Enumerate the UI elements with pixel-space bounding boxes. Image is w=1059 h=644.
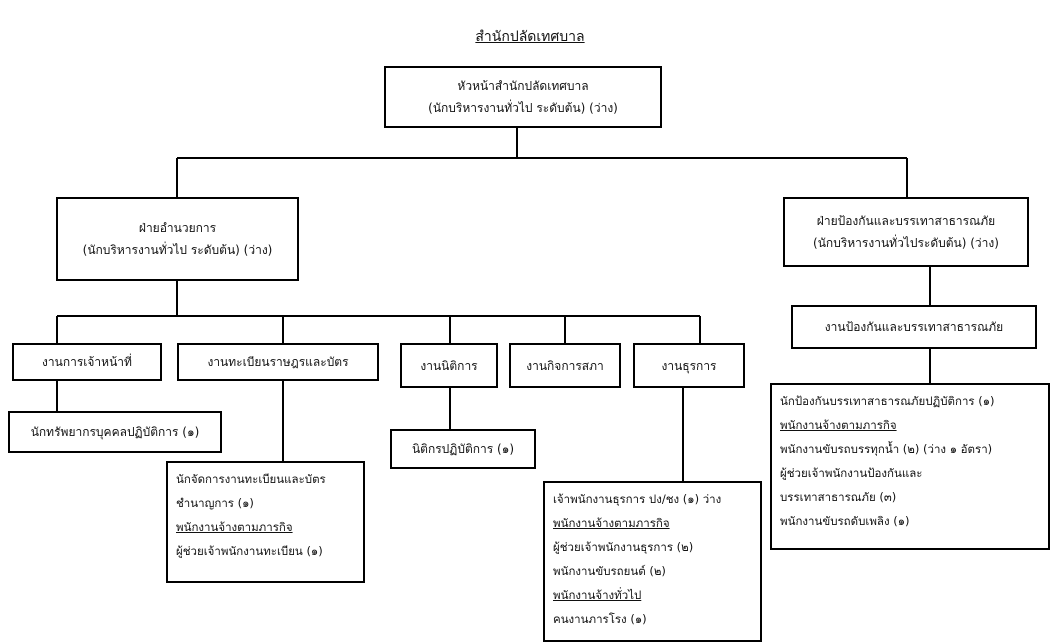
staff-registration-line-1: นักจัดการงานทะเบียนและบัตร (176, 472, 326, 486)
unit-legal-box: งานนิติการ (400, 343, 498, 388)
page-title: สำนักปลัดเทศบาล (475, 29, 585, 45)
admin-division-title: ฝ่ายอำนวยการ (138, 221, 217, 235)
unit-disaster-label: งานป้องกันและบรรเทาสาธารณภัย (824, 320, 1004, 334)
staff-legal-line: นิติกรปฏิบัติการ (๑) (411, 442, 515, 456)
unit-general-label: งานธุรการ (661, 358, 717, 373)
staff-general-line-4: พนักงานขับรถยนต์ (๒) (553, 564, 666, 578)
staff-disaster-box: นักป้องกันบรรเทาสาธารณภัยปฏิบัติการ (๑) … (770, 383, 1050, 550)
head-title: หัวหน้าสำนักปลัดเทศบาล (457, 79, 589, 93)
staff-registration-line-4: ผู้ช่วยเจ้าพนักงานทะเบียน (๑) (176, 544, 323, 558)
staff-disaster-line-6: พนักงานขับรถดับเพลิง (๑) (780, 514, 910, 528)
staff-general-line-5: พนักงานจ้างทั่วไป (553, 588, 642, 602)
unit-registration-label: งานทะเบียนราษฎรและบัตร (207, 355, 349, 369)
admin-division-box: ฝ่ายอำนวยการ (นักบริหารงานทั่วไป ระดับต้… (56, 197, 299, 281)
staff-general-line-6: คนงานภารโรง (๑) (553, 612, 647, 626)
unit-personnel-label: งานการเจ้าหน้าที่ (42, 355, 132, 369)
staff-legal-box: นิติกรปฏิบัติการ (๑) (390, 429, 536, 469)
unit-registration-box: งานทะเบียนราษฎรและบัตร (177, 343, 379, 381)
staff-disaster-line-4: ผู้ช่วยเจ้าพนักงานป้องกันและ (780, 466, 923, 480)
staff-general-line-1: เจ้าพนักงานธุรการ ปง/ชง (๑) ว่าง (553, 492, 722, 506)
staff-registration-box: นักจัดการงานทะเบียนและบัตร ชำนาญการ (๑) … (166, 461, 365, 583)
staff-general-box: เจ้าพนักงานธุรการ ปง/ชง (๑) ว่าง พนักงาน… (543, 481, 762, 642)
staff-disaster-line-5: บรรเทาสาธารณภัย (๓) (780, 490, 897, 504)
admin-division-position: (นักบริหารงานทั่วไป ระดับต้น) (ว่าง) (82, 243, 273, 257)
unit-personnel-box: งานการเจ้าหน้าที่ (12, 343, 162, 381)
staff-personnel-box: นักทรัพยากรบุคคลปฏิบัติการ (๑) (8, 411, 222, 453)
staff-disaster-line-3: พนักงานขับรถบรรทุกน้ำ (๒) (ว่าง ๑ อัตรา) (780, 442, 993, 456)
staff-general-line-2: พนักงานจ้างตามภารกิจ (553, 516, 670, 530)
unit-council-box: งานกิจการสภา (509, 343, 621, 388)
unit-legal-label: งานนิติการ (420, 358, 478, 373)
staff-personnel-line: นักทรัพยากรบุคคลปฏิบัติการ (๑) (30, 425, 200, 439)
unit-council-label: งานกิจการสภา (526, 358, 604, 373)
prevention-division-position: (นักบริหารงานทั่วไประดับต้น) (ว่าง) (813, 236, 999, 250)
unit-disaster-box: งานป้องกันและบรรเทาสาธารณภัย (791, 305, 1037, 349)
staff-registration-line-3: พนักงานจ้างตามภารกิจ (176, 520, 293, 534)
prevention-division-box: ฝ่ายป้องกันและบรรเทาสาธารณภัย (นักบริหาร… (783, 197, 1029, 267)
head-position: (นักบริหารงานทั่วไป ระดับต้น) (ว่าง) (428, 101, 618, 115)
staff-registration-line-2: ชำนาญการ (๑) (176, 496, 254, 510)
staff-disaster-line-2: พนักงานจ้างตามภารกิจ (780, 418, 897, 432)
staff-general-line-3: ผู้ช่วยเจ้าพนักงานธุรการ (๒) (553, 540, 694, 554)
unit-general-box: งานธุรการ (633, 343, 745, 388)
staff-disaster-line-1: นักป้องกันบรรเทาสาธารณภัยปฏิบัติการ (๑) (780, 394, 995, 408)
prevention-division-title: ฝ่ายป้องกันและบรรเทาสาธารณภัย (816, 214, 996, 228)
head-box: หัวหน้าสำนักปลัดเทศบาล (นักบริหารงานทั่ว… (384, 66, 662, 128)
